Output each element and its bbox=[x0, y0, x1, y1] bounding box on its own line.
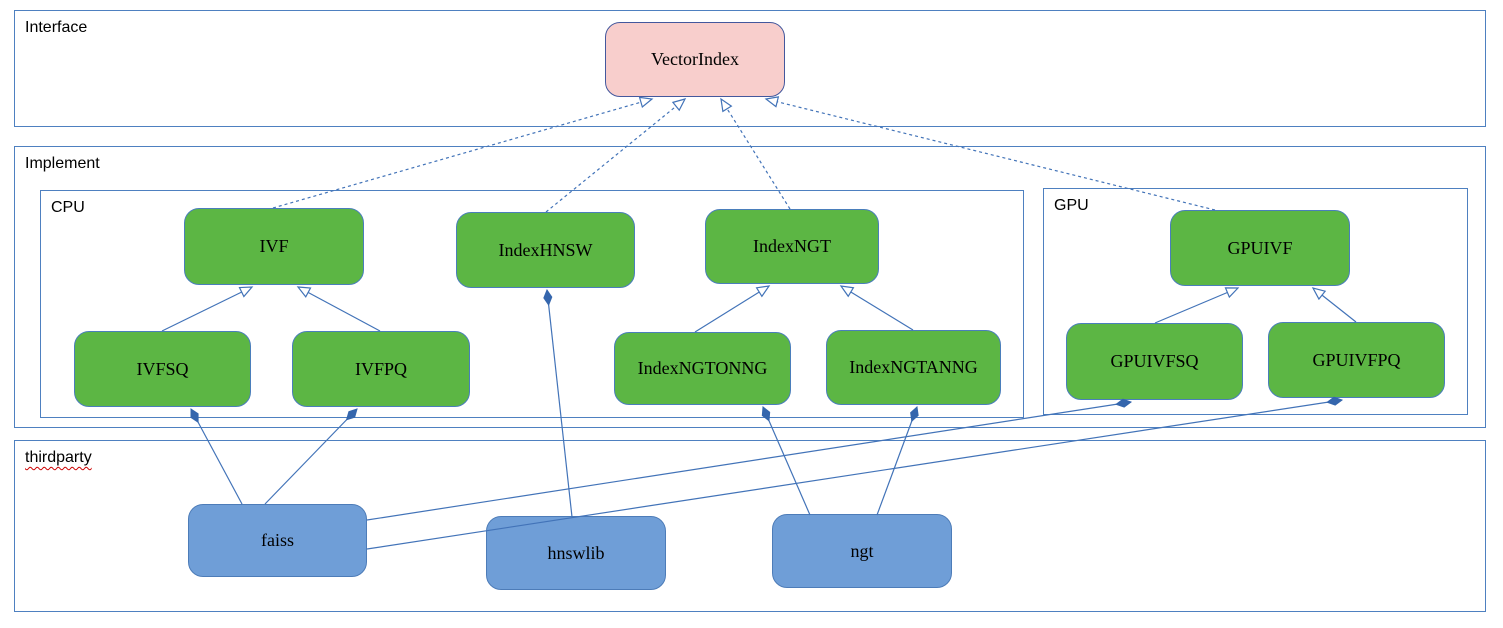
node-gpuivf-label: GPUIVF bbox=[1227, 237, 1293, 258]
node-faiss-label: faiss bbox=[261, 530, 294, 550]
container-cpu-label: CPU bbox=[51, 199, 85, 216]
node-indexngtonng: IndexNGTONNG bbox=[614, 332, 791, 405]
node-ivfsq-label: IVFSQ bbox=[136, 358, 189, 379]
node-ngt-label: ngt bbox=[850, 540, 874, 561]
node-ivfsq: IVFSQ bbox=[74, 331, 251, 407]
node-vectorindex: VectorIndex bbox=[605, 22, 785, 97]
node-hnswlib-label: hnswlib bbox=[547, 542, 605, 563]
node-indexhnsw: IndexHNSW bbox=[456, 212, 635, 288]
node-indexngtonng-label: IndexNGTONNG bbox=[637, 358, 768, 378]
container-thirdparty-label: thirdparty bbox=[25, 449, 92, 466]
node-gpuivfpq-label: GPUIVFPQ bbox=[1312, 349, 1401, 370]
node-hnswlib: hnswlib bbox=[486, 516, 666, 590]
node-faiss: faiss bbox=[188, 504, 367, 577]
node-gpuivfsq-label: GPUIVFSQ bbox=[1110, 351, 1199, 371]
node-indexngt-label: IndexNGT bbox=[753, 236, 831, 256]
node-ivfpq: IVFPQ bbox=[292, 331, 470, 407]
node-gpuivfsq: GPUIVFSQ bbox=[1066, 323, 1243, 400]
node-ivf-label: IVF bbox=[259, 236, 289, 256]
node-gpuivf: GPUIVF bbox=[1170, 210, 1350, 286]
container-gpu-label: GPU bbox=[1054, 197, 1089, 214]
node-indexngtanng: IndexNGTANNG bbox=[826, 330, 1001, 405]
node-ivf: IVF bbox=[184, 208, 364, 285]
node-indexngtanng-label: IndexNGTANNG bbox=[849, 357, 978, 377]
node-vectorindex-label: VectorIndex bbox=[651, 49, 739, 69]
node-ngt: ngt bbox=[772, 514, 952, 588]
node-indexngt: IndexNGT bbox=[705, 209, 879, 284]
node-indexhnsw-label: IndexHNSW bbox=[498, 239, 593, 260]
node-ivfpq-label: IVFPQ bbox=[354, 358, 407, 379]
container-implement-label: Implement bbox=[25, 155, 100, 172]
container-interface-label: Interface bbox=[25, 19, 88, 36]
node-gpuivfpq: GPUIVFPQ bbox=[1268, 322, 1445, 398]
